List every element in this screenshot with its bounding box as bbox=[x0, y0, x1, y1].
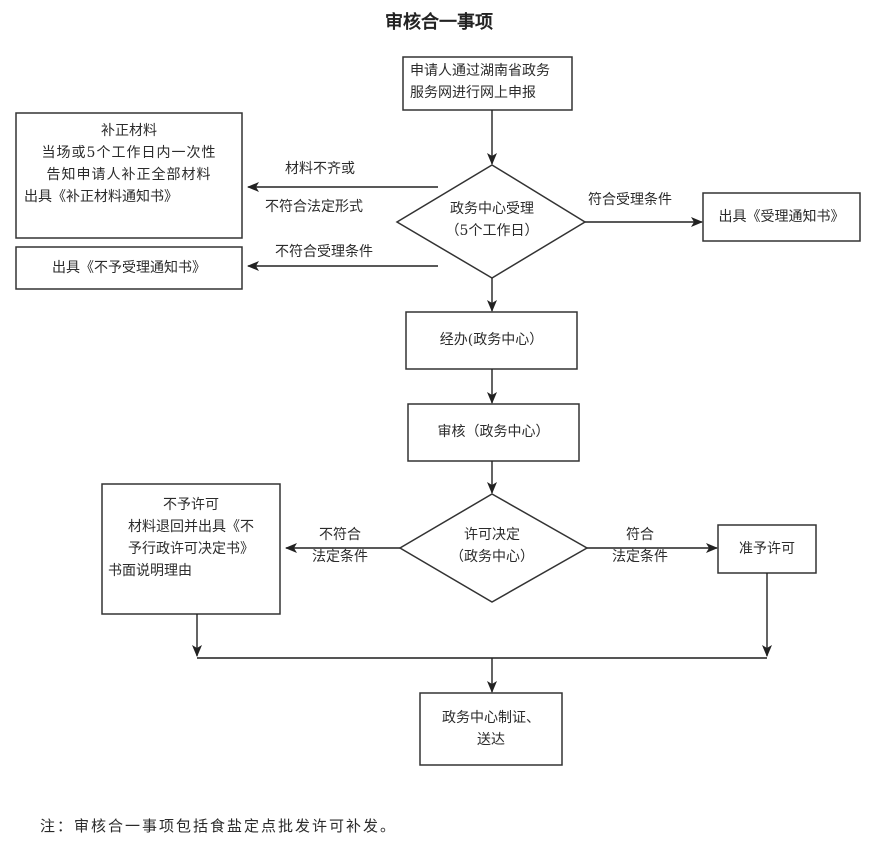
review-box bbox=[407, 403, 580, 462]
edge-not-compliant-label: 不符合 法定条件 bbox=[300, 524, 380, 568]
deny-permit-line-1: 不予许可 bbox=[163, 497, 219, 513]
supplement-box bbox=[15, 112, 243, 239]
supplement-line-3: 告知申请人补正全部材料 bbox=[46, 167, 212, 183]
supplement-line-1: 补正材料 bbox=[101, 123, 157, 139]
start-box bbox=[402, 56, 573, 111]
start-line-2: 服务网进行网上申报 bbox=[410, 85, 536, 101]
supplement-label: 补正材料 当场或5个工作日内一次性 告知申请人补正全部材料 出具《补正材料通知书… bbox=[16, 120, 242, 208]
accept-notice-box bbox=[702, 192, 861, 242]
edge-compliant-label: 符合 法定条件 bbox=[600, 524, 680, 568]
start-line-1: 申请人通过湖南省政务 bbox=[410, 63, 550, 79]
deny-permit-line-2: 材料退回并出具《不 bbox=[128, 519, 254, 535]
edge-not-compliant-line-1: 不符合 bbox=[319, 527, 361, 543]
accept-notice-label: 出具《受理通知书》 bbox=[718, 209, 845, 225]
issue-line-2: 送达 bbox=[477, 732, 505, 748]
accept-decision-label: 政务中心受理 （5个工作日） bbox=[420, 198, 564, 242]
handle-label: 经办(政务中心） bbox=[439, 332, 544, 348]
deny-permit-label: 不予许可 材料退回并出具《不 予行政许可决定书》 书面说明理由 bbox=[102, 494, 280, 582]
issue-line-1: 政务中心制证、 bbox=[442, 710, 540, 726]
edge-incomplete-line-1: 材料不齐或 bbox=[285, 161, 355, 177]
permit-decision-line-1: 许可决定 bbox=[464, 527, 520, 543]
start-label: 申请人通过湖南省政务 服务网进行网上申报 bbox=[410, 60, 550, 104]
deny-permit-line-3: 予行政许可决定书》 bbox=[128, 541, 254, 557]
grant-permit-label: 准予许可 bbox=[739, 541, 795, 557]
edge-compliant-line-2: 法定条件 bbox=[612, 549, 668, 565]
permit-decision-diamond bbox=[398, 493, 589, 603]
issue-box bbox=[419, 692, 563, 766]
supplement-line-4: 出具《补正材料通知书》 bbox=[24, 189, 178, 205]
accept-decision-line-2: （5个工作日） bbox=[445, 223, 539, 239]
permit-decision-label: 许可决定 （政务中心） bbox=[420, 524, 564, 568]
edge-not-eligible-label: 不符合受理条件 bbox=[275, 244, 373, 260]
permit-decision-line-2: （政务中心） bbox=[450, 549, 534, 565]
issue-label: 政务中心制证、 送达 bbox=[420, 707, 562, 751]
reject-accept-label: 出具《不予受理通知书》 bbox=[52, 260, 206, 276]
deny-permit-line-4: 书面说明理由 bbox=[108, 563, 192, 579]
edge-incomplete-line-2: 不符合法定形式 bbox=[265, 199, 363, 215]
edge-compliant-line-1: 符合 bbox=[626, 527, 654, 543]
review-label: 审核（政务中心） bbox=[437, 424, 550, 440]
edge-eligible-label: 符合受理条件 bbox=[588, 192, 672, 208]
reject-accept-box bbox=[15, 246, 243, 290]
accept-decision-line-1: 政务中心受理 bbox=[450, 201, 534, 217]
footnote: 注：审核合一事项包括食盐定点批发许可补发。 bbox=[40, 817, 398, 835]
supplement-line-2: 当场或5个工作日内一次性 bbox=[41, 145, 217, 161]
edge-not-compliant-line-2: 法定条件 bbox=[312, 549, 368, 565]
diagram-title: 审核合一事项 bbox=[385, 12, 493, 33]
deny-permit-box bbox=[101, 483, 281, 615]
